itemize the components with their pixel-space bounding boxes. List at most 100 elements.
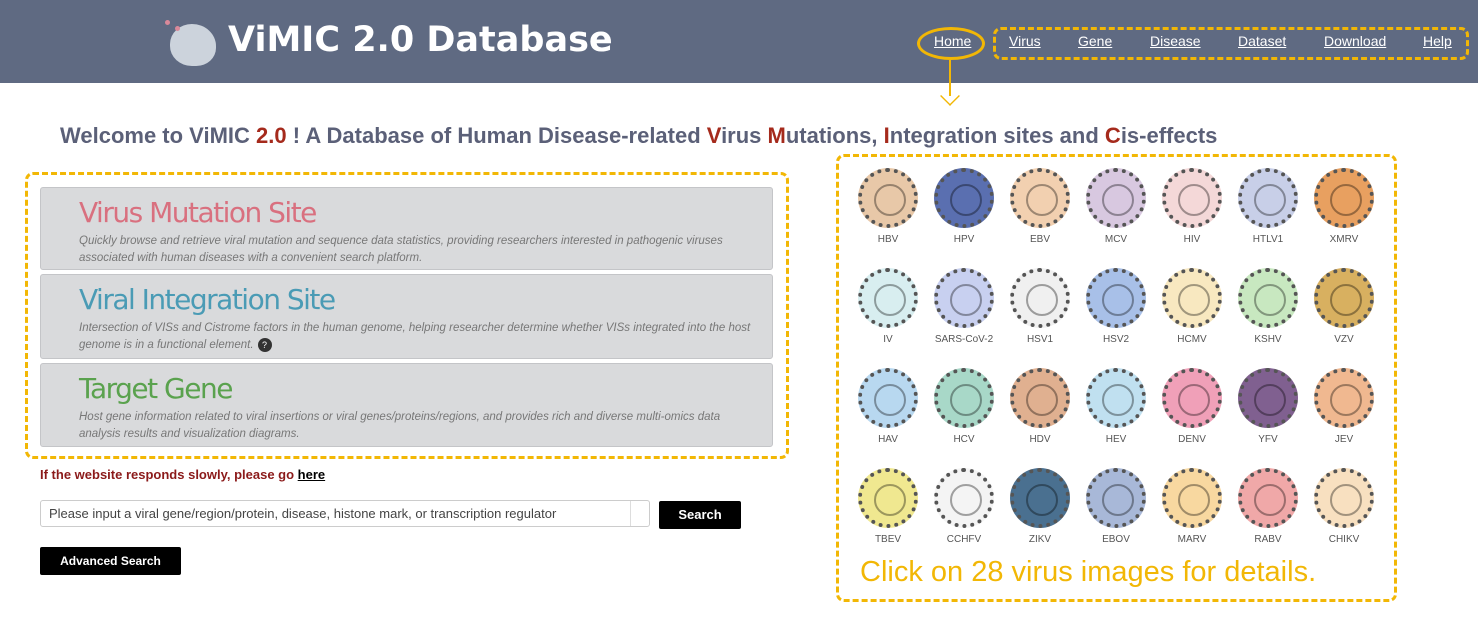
virus-label: DENV — [1178, 434, 1206, 445]
virus-image-icon[interactable] — [1238, 468, 1298, 528]
virus-label: HBV — [877, 234, 899, 245]
virus-image-icon[interactable] — [1162, 368, 1222, 428]
modules-highlight-box — [25, 172, 789, 459]
logo-dot — [175, 26, 180, 31]
page-title: Welcome to ViMIC 2.0 ! A Database of Hum… — [60, 123, 1217, 149]
nav-gene[interactable]: Gene — [1078, 33, 1113, 49]
virus-image-icon[interactable] — [934, 168, 994, 228]
virus-item-xmrv[interactable]: XMRV — [1306, 163, 1382, 263]
virus-label: MCV — [1104, 234, 1128, 245]
virus-label: EBOV — [1102, 534, 1130, 545]
virus-item-tbev[interactable]: TBEV — [850, 463, 926, 563]
logo-icon — [170, 24, 216, 66]
virus-label: HAV — [878, 434, 898, 445]
title-text: Welcome to ViMIC — [60, 123, 257, 148]
virus-image-icon[interactable] — [934, 468, 994, 528]
virus-image-icon[interactable] — [858, 468, 918, 528]
virus-image-icon[interactable] — [1086, 268, 1146, 328]
virus-item-hsv2[interactable]: HSV2 — [1078, 263, 1154, 363]
virus-item-hiv[interactable]: HIV — [1154, 163, 1230, 263]
notice-link[interactable]: here — [297, 467, 326, 482]
header: ViMIC 2.0 Database Home Virus Gene Disea… — [0, 0, 1478, 83]
virus-image-icon[interactable] — [858, 268, 918, 328]
virus-label: RABV — [1254, 534, 1282, 545]
virus-image-icon[interactable] — [858, 168, 918, 228]
virus-item-hpv[interactable]: HPV — [926, 163, 1002, 263]
virus-item-ebov[interactable]: EBOV — [1078, 463, 1154, 563]
virus-label: JEV — [1334, 434, 1354, 445]
virus-item-zikv[interactable]: ZIKV — [1002, 463, 1078, 563]
virus-item-vzv[interactable]: VZV — [1306, 263, 1382, 363]
card-description-text: Intersection of VISs and Cistrome factor… — [79, 322, 751, 351]
card-virus-mutation[interactable]: Virus Mutation Site Quickly browse and r… — [40, 187, 773, 270]
search-input[interactable]: Please input a viral gene/region/protein… — [40, 500, 650, 527]
virus-item-cchfv[interactable]: CCHFV — [926, 463, 1002, 563]
virus-image-icon[interactable] — [1010, 268, 1070, 328]
virus-item-hev[interactable]: HEV — [1078, 363, 1154, 463]
virus-item-jev[interactable]: JEV — [1306, 363, 1382, 463]
nav-help[interactable]: Help — [1423, 33, 1452, 49]
virus-item-kshv[interactable]: KSHV — [1230, 263, 1306, 363]
virus-image-icon[interactable] — [1010, 368, 1070, 428]
nav-disease[interactable]: Disease — [1150, 33, 1201, 49]
virus-image-icon[interactable] — [1086, 468, 1146, 528]
virus-item-yfv[interactable]: YFV — [1230, 363, 1306, 463]
virus-image-icon[interactable] — [1010, 468, 1070, 528]
virus-image-icon[interactable] — [1162, 268, 1222, 328]
virus-item-marv[interactable]: MARV — [1154, 463, 1230, 563]
search-button[interactable]: Search — [659, 501, 741, 529]
virus-label: IV — [883, 334, 893, 345]
nav-dataset[interactable]: Dataset — [1238, 33, 1287, 49]
virus-image-icon[interactable] — [1162, 168, 1222, 228]
nav-virus[interactable]: Virus — [1009, 33, 1041, 49]
virus-image-icon[interactable] — [1238, 368, 1298, 428]
help-icon[interactable]: ? — [257, 338, 272, 352]
virus-item-rabv[interactable]: RABV — [1230, 463, 1306, 563]
virus-label: HIV — [1183, 234, 1201, 245]
virus-image-icon[interactable] — [1314, 468, 1374, 528]
virus-image-icon[interactable] — [1086, 368, 1146, 428]
virus-item-ebv[interactable]: EBV — [1002, 163, 1078, 263]
card-description: Quickly browse and retrieve viral mutati… — [79, 235, 723, 264]
virus-image-icon[interactable] — [1314, 168, 1374, 228]
virus-label: HCV — [953, 434, 975, 445]
title-text: ! A Database of Human Disease-related — [286, 123, 707, 148]
brand-title: ViMIC 2.0 Database — [228, 20, 613, 60]
virus-item-hav[interactable]: HAV — [850, 363, 926, 463]
virus-item-hcmv[interactable]: HCMV — [1154, 263, 1230, 363]
virus-image-icon[interactable] — [1314, 268, 1374, 328]
virus-image-icon[interactable] — [1238, 168, 1298, 228]
virus-item-hcv[interactable]: HCV — [926, 363, 1002, 463]
virus-item-htlv1[interactable]: HTLV1 — [1230, 163, 1306, 263]
virus-image-icon[interactable] — [1086, 168, 1146, 228]
arrow-head-icon — [940, 86, 960, 106]
virus-item-hsv1[interactable]: HSV1 — [1002, 263, 1078, 363]
title-letter: C — [1104, 123, 1121, 148]
virus-item-hdv[interactable]: HDV — [1002, 363, 1078, 463]
virus-image-icon[interactable] — [858, 368, 918, 428]
virus-item-hbv[interactable]: HBV — [850, 163, 926, 263]
virus-item-iv[interactable]: IV — [850, 263, 926, 363]
card-target-gene[interactable]: Target Gene Host gene information relate… — [40, 363, 773, 447]
advanced-search-button[interactable]: Advanced Search — [40, 547, 181, 575]
card-title: Target Gene — [79, 372, 233, 405]
virus-label: TBEV — [874, 534, 902, 545]
virus-image-icon[interactable] — [934, 268, 994, 328]
card-viral-integration[interactable]: Viral Integration Site Intersection of V… — [40, 274, 773, 359]
virus-item-mcv[interactable]: MCV — [1078, 163, 1154, 263]
virus-image-icon[interactable] — [1314, 368, 1374, 428]
title-text: ntegration sites and — [889, 123, 1105, 148]
virus-item-chikv[interactable]: CHIKV — [1306, 463, 1382, 563]
virus-image-icon[interactable] — [1162, 468, 1222, 528]
virus-image-icon[interactable] — [934, 368, 994, 428]
virus-image-icon[interactable] — [1010, 168, 1070, 228]
virus-item-sars-cov-2[interactable]: SARS-CoV-2 — [926, 263, 1002, 363]
virus-label: KSHV — [1254, 334, 1282, 345]
virus-item-denv[interactable]: DENV — [1154, 363, 1230, 463]
title-letter: V — [706, 123, 722, 148]
nav-download[interactable]: Download — [1324, 33, 1387, 49]
virus-label: YFV — [1258, 434, 1278, 445]
virus-image-icon[interactable] — [1238, 268, 1298, 328]
virus-label: EBV — [1029, 234, 1050, 245]
